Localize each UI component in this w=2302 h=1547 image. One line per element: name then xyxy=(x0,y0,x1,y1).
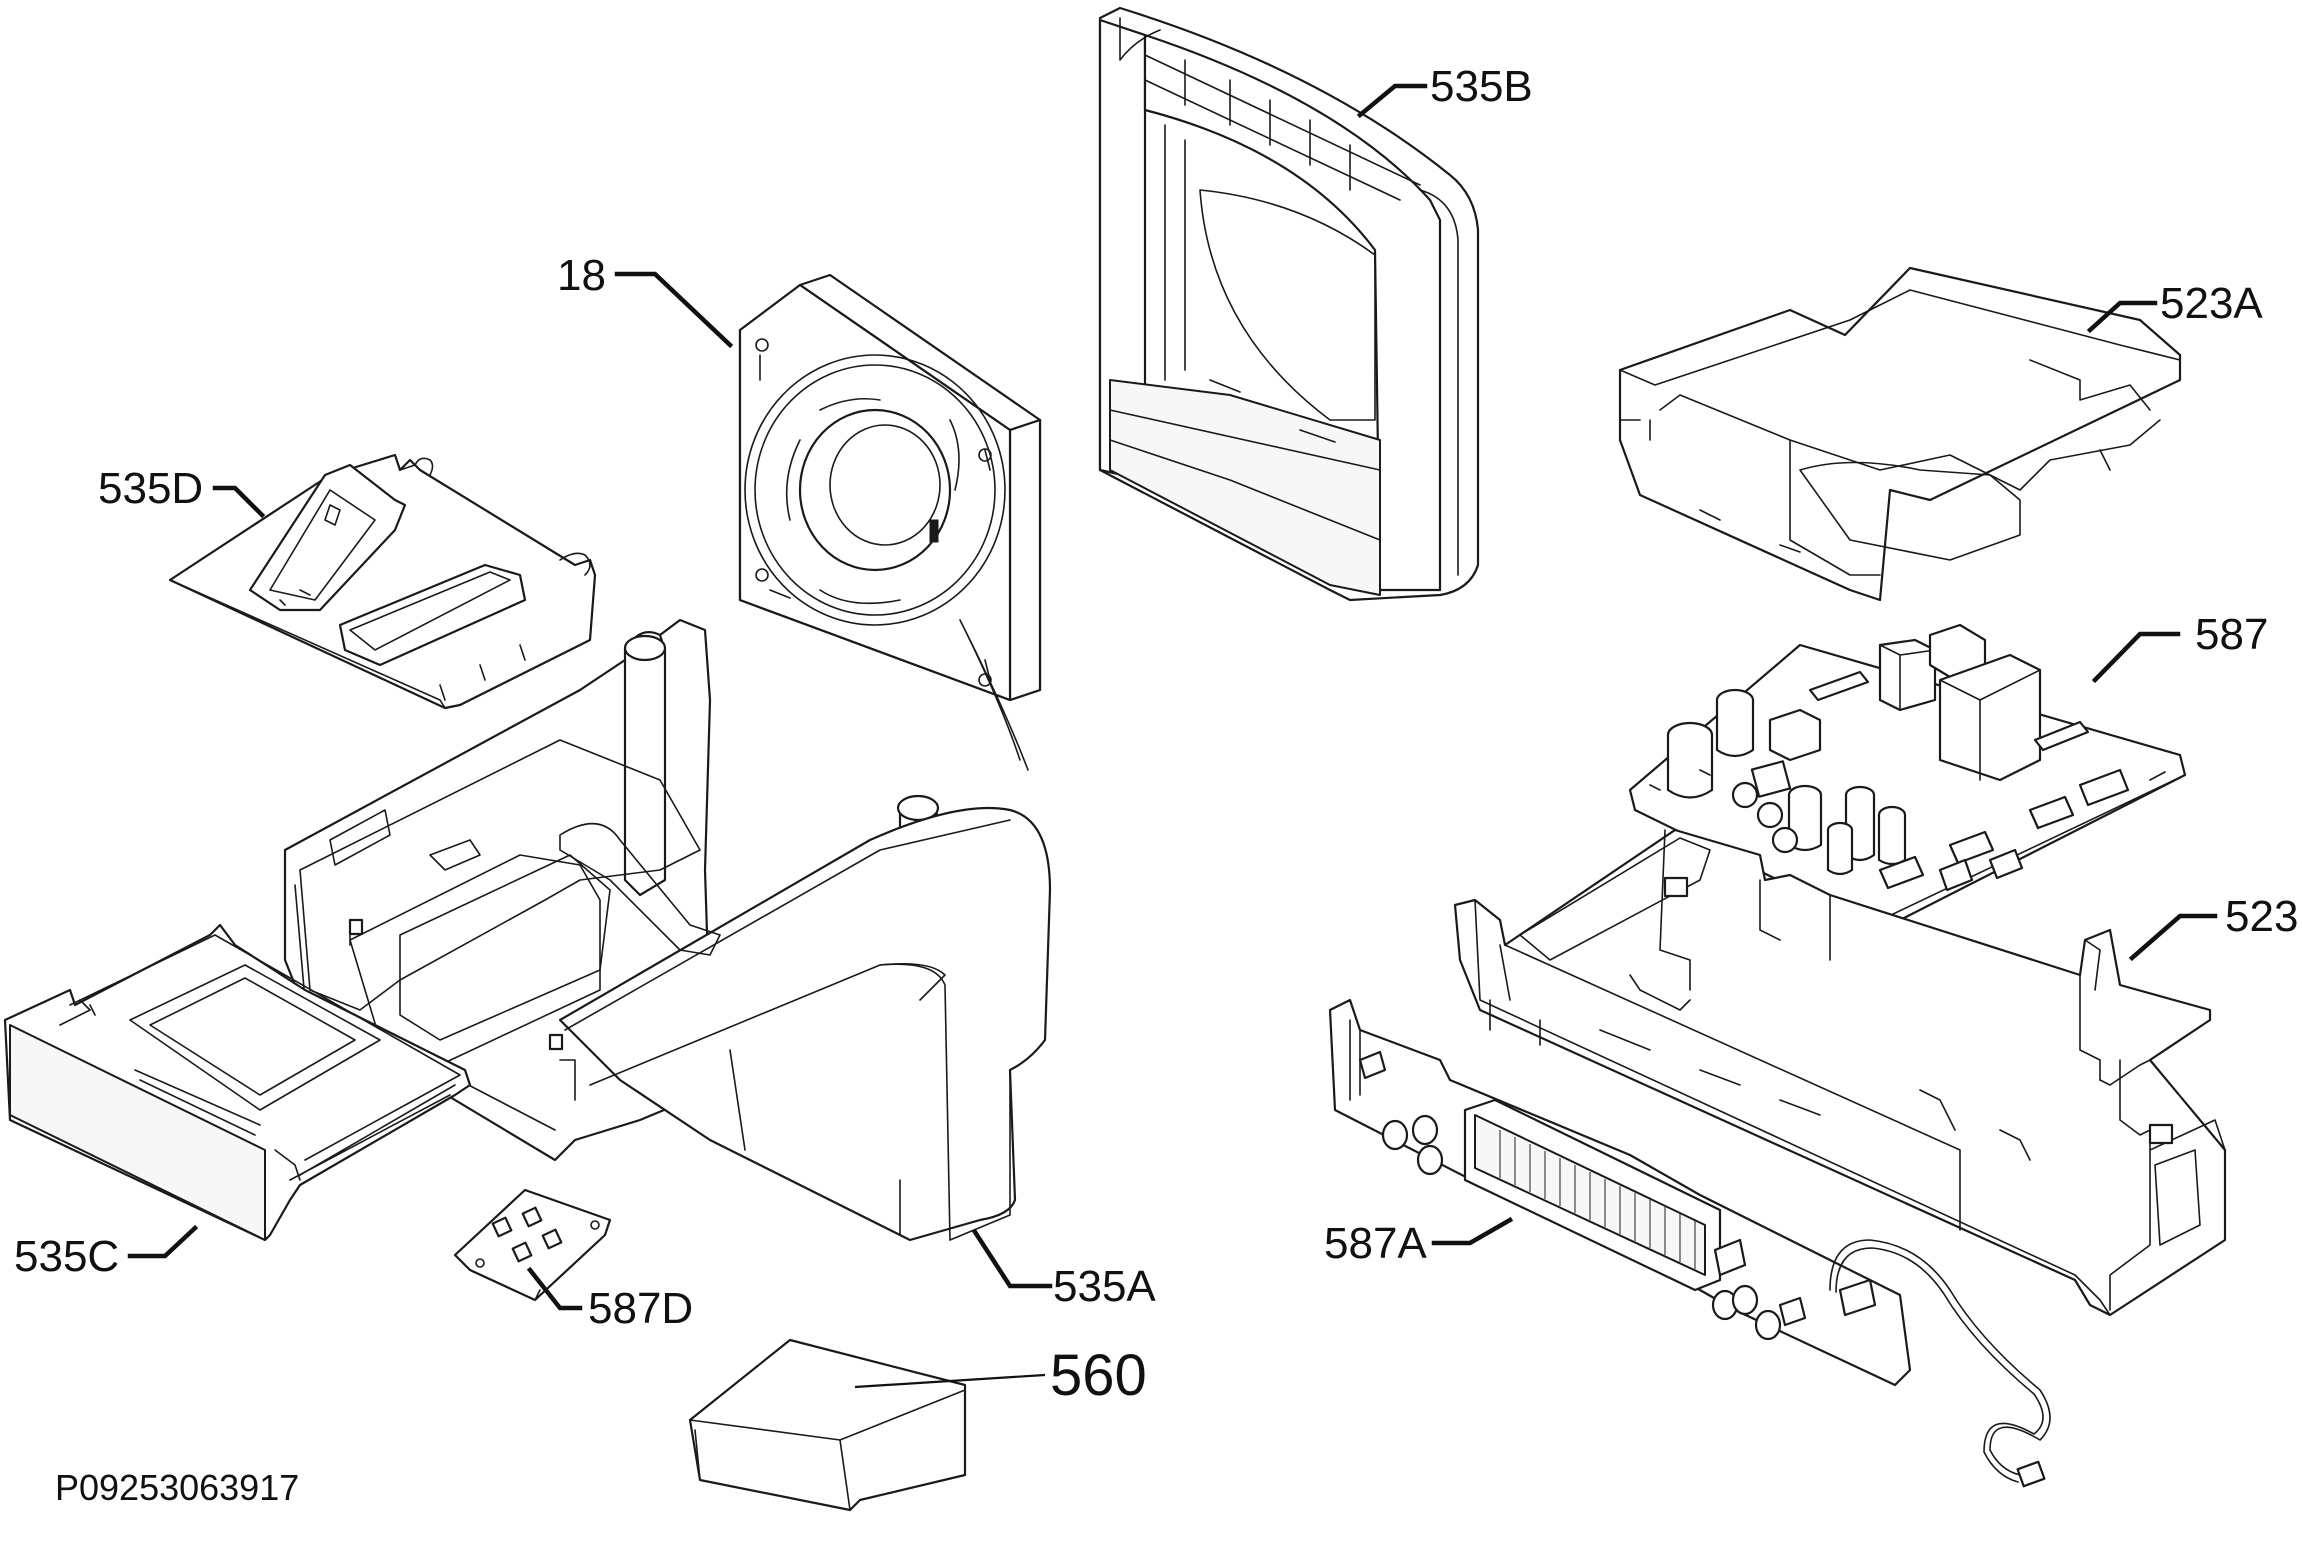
label-587A: 587A xyxy=(1324,1219,1427,1268)
leader-535D xyxy=(212,485,266,519)
leader-535C xyxy=(127,1224,199,1259)
part-18-cooling-fan xyxy=(738,273,1042,771)
part-535C-drawer xyxy=(3,923,472,1242)
leader-535B xyxy=(1356,83,1428,119)
part-535D-cover-lid xyxy=(168,453,597,710)
leader-587A xyxy=(1431,1216,1514,1246)
leader-523 xyxy=(2128,913,2218,962)
label-587: 587 xyxy=(2195,610,2268,659)
callout-labels: 18 535B 523A 535D 587 523 535C 587A 535A… xyxy=(14,62,2298,1508)
leader-560 xyxy=(854,1373,1046,1389)
part-587D-switch-board xyxy=(453,1188,612,1302)
leader-587 xyxy=(2091,631,2181,684)
leader-535A xyxy=(971,1228,1053,1289)
label-535C: 535C xyxy=(14,1232,119,1281)
leader-18 xyxy=(614,271,734,349)
label-560: 560 xyxy=(1050,1343,1147,1408)
label-523A: 523A xyxy=(2160,279,2263,328)
leader-523A xyxy=(2086,300,2158,334)
label-18: 18 xyxy=(557,251,606,300)
label-535A: 535A xyxy=(1053,1262,1156,1311)
part-535B-front-cover xyxy=(1098,6,1480,602)
part-523-control-housing xyxy=(1453,828,2227,1317)
drawing-code: P09253063917 xyxy=(55,1467,299,1508)
part-560-package xyxy=(688,1338,967,1512)
part-523A-top-shield xyxy=(1618,266,2182,602)
label-587D: 587D xyxy=(588,1284,693,1333)
part-535A-main-housing xyxy=(283,618,1052,1242)
part-587-control-board xyxy=(1628,623,2187,927)
label-523: 523 xyxy=(2225,892,2298,941)
leader-587D xyxy=(526,1266,583,1311)
label-535B: 535B xyxy=(1430,62,1533,111)
part-587A-display-board xyxy=(1328,998,2051,1488)
label-535D: 535D xyxy=(98,464,203,513)
leader-lines xyxy=(127,83,2218,1389)
